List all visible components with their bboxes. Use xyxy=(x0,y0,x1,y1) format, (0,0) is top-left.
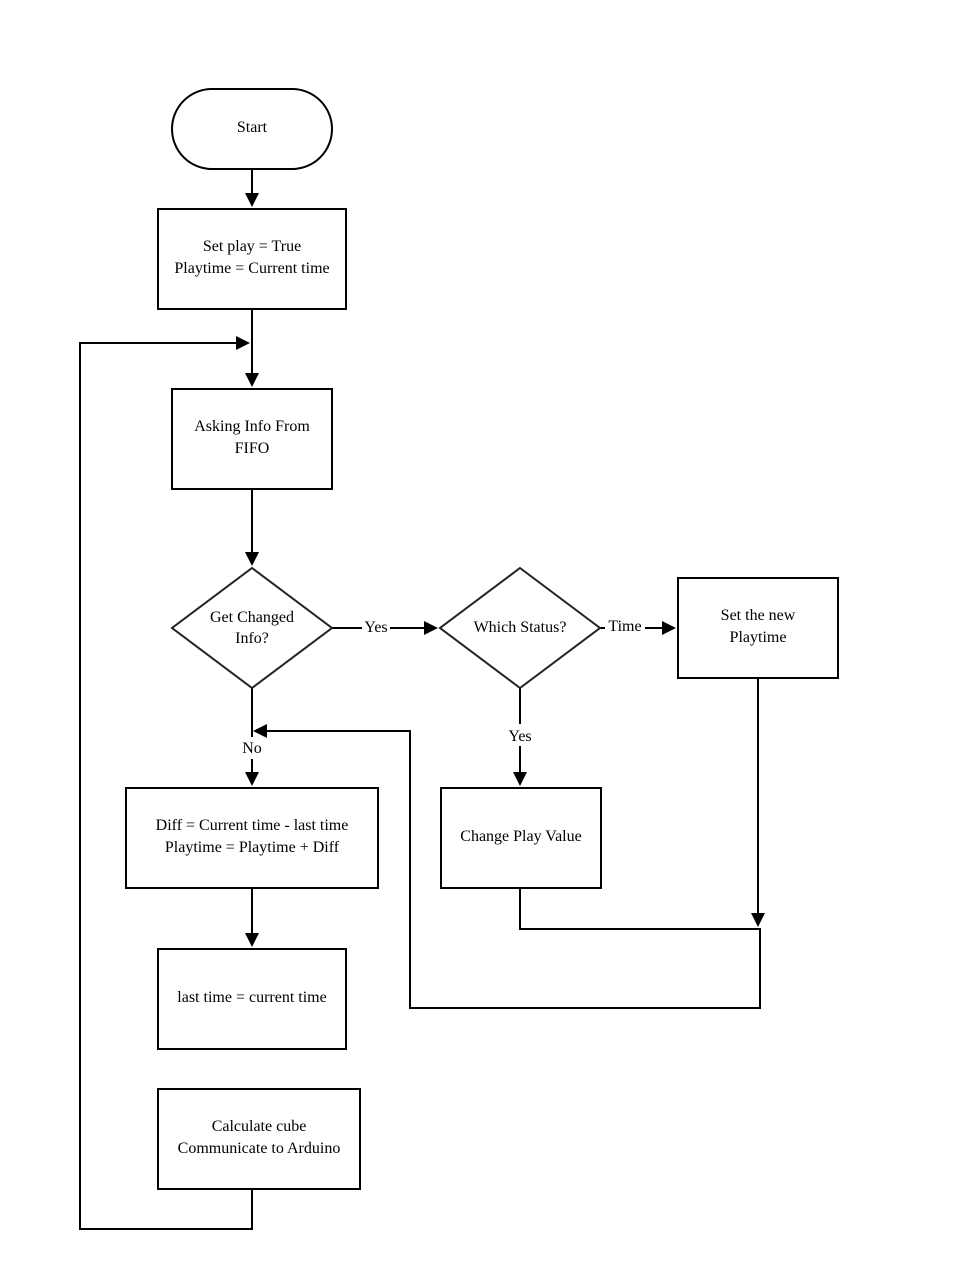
node-set-play: Set play = True Playtime = Current time xyxy=(157,208,347,310)
arrowhead-diff xyxy=(245,772,259,786)
edge-label-no: No xyxy=(238,737,266,759)
arrowhead-asking xyxy=(245,373,259,387)
edge-label-yes-down-text: Yes xyxy=(508,728,531,745)
node-last-time: last time = current time xyxy=(157,948,347,1050)
node-asking-info-line-2: FIFO xyxy=(235,440,270,457)
node-which-status: Which Status? xyxy=(438,566,602,690)
arrowhead-join xyxy=(751,913,765,927)
arrowhead-set-new-playtime xyxy=(662,621,676,635)
node-diff: Diff = Current time - last time Playtime… xyxy=(125,787,379,889)
edge-labels: Yes Time Yes No xyxy=(238,614,645,759)
edge-label-time-text: Time xyxy=(608,618,641,635)
arrowhead-which-status xyxy=(424,621,438,635)
edges xyxy=(79,169,765,1230)
arrowhead-return-merge xyxy=(253,724,267,738)
edge-label-no-text: No xyxy=(242,740,262,757)
node-get-changed-line-1: Get Changed xyxy=(210,609,294,626)
arrowhead-loop-merge xyxy=(236,336,250,350)
node-set-play-line-2: Playtime = Current time xyxy=(174,260,329,277)
node-change-play: Change Play Value xyxy=(440,787,602,889)
node-diff-line-2: Playtime = Playtime + Diff xyxy=(165,839,340,856)
node-asking-info-line-1: Asking Info From xyxy=(194,418,310,435)
nodes: Start Set play = True Playtime = Current… xyxy=(125,88,839,1190)
node-get-changed: Get Changed Info? xyxy=(170,566,334,690)
edge-label-time: Time xyxy=(605,614,645,636)
node-start: Start xyxy=(171,88,333,170)
node-set-new-playtime-line-2: Playtime xyxy=(730,629,787,646)
edge-change-play-to-return xyxy=(267,730,761,1009)
node-last-time-text: last time = current time xyxy=(177,989,326,1006)
arrowhead-last-time xyxy=(245,933,259,947)
node-set-play-line-1: Set play = True xyxy=(203,238,301,255)
node-change-play-text: Change Play Value xyxy=(460,828,581,845)
arrowhead-set-play xyxy=(245,193,259,207)
node-calculate-line-2: Communicate to Arduino xyxy=(178,1140,341,1157)
node-set-new-playtime-line-1: Set the new xyxy=(721,607,796,624)
arrowhead-get-changed xyxy=(245,552,259,566)
edge-label-yes-right: Yes xyxy=(362,616,390,638)
edge-label-yes-down: Yes xyxy=(504,724,536,746)
node-get-changed-line-2: Info? xyxy=(235,630,269,647)
node-set-new-playtime: Set the new Playtime xyxy=(677,577,839,679)
node-diff-line-1: Diff = Current time - last time xyxy=(156,817,349,834)
edge-loop-back xyxy=(79,342,253,1230)
node-calculate: Calculate cube Communicate to Arduino xyxy=(157,1088,361,1190)
node-which-status-text: Which Status? xyxy=(474,619,567,636)
node-asking-info: Asking Info From FIFO xyxy=(171,388,333,490)
node-start-text: Start xyxy=(237,119,268,136)
arrowhead-change-play xyxy=(513,772,527,786)
edge-label-yes-right-text: Yes xyxy=(364,619,387,636)
node-calculate-line-1: Calculate cube xyxy=(212,1118,307,1135)
